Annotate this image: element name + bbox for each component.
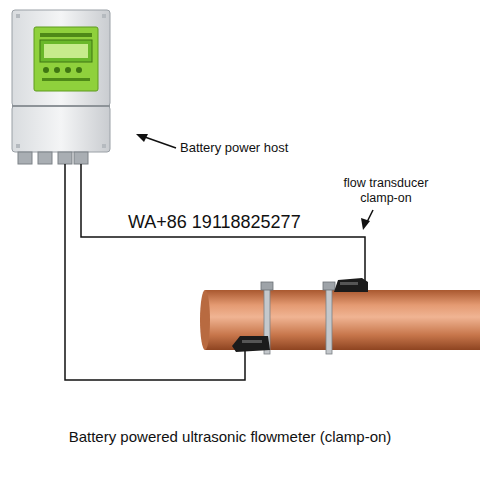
flow-transducer xyxy=(232,336,270,352)
watermark: WA+86 19118825277 xyxy=(128,212,358,234)
flow-transducer xyxy=(334,278,368,292)
host-housing xyxy=(12,10,110,164)
figure-caption: Battery powered ultrasonic flowmeter (cl… xyxy=(20,428,440,446)
leader-arrow xyxy=(361,210,373,230)
callout-label: Battery power host xyxy=(180,140,340,156)
callout-label: flow transducer clamp-on xyxy=(336,176,436,206)
pipe-clamp xyxy=(261,282,335,354)
leader-arrow xyxy=(136,134,176,148)
copper-pipe xyxy=(200,290,480,350)
transducer-cable xyxy=(81,164,365,282)
